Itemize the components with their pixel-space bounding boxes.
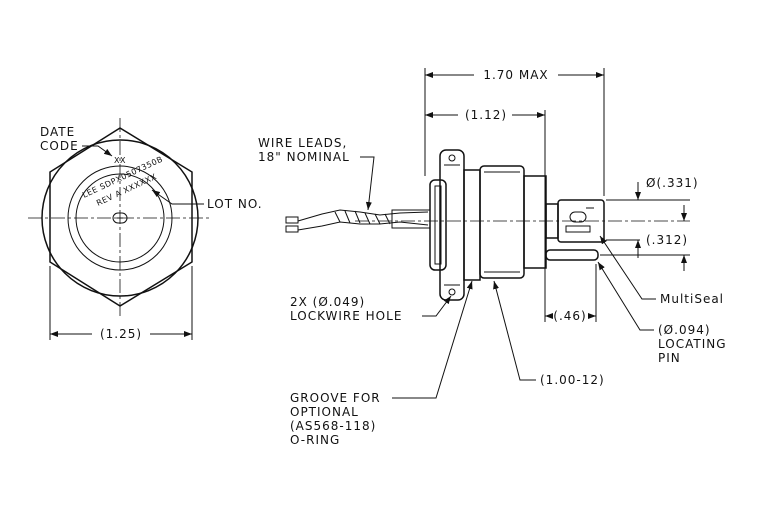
wire-tip-upper: [285, 216, 299, 224]
locating-pin-leader: [597, 261, 654, 331]
hex-width-dimension: (1.25): [100, 327, 142, 341]
hex-chamfer-circle: [41, 139, 199, 297]
lockwire-line-2: LOCKWIRE HOLE: [290, 309, 402, 323]
multiseal-tip: [557, 199, 605, 243]
flange: [439, 149, 465, 301]
thread-callout: (1.00-12): [493, 280, 605, 387]
lockwire-hole-top: [448, 154, 456, 162]
side-dimensions: 1.70 MAX (1.12) (.46) Ø(.331) (.312): [424, 68, 699, 323]
body-outer-circle: [67, 165, 173, 271]
date-code-callout: DATE CODE: [40, 125, 113, 157]
date-code-marking: XX: [114, 156, 126, 165]
multiseal-callout: MultiSeal: [599, 235, 724, 306]
side-view: [285, 149, 690, 301]
wire-leads: [285, 209, 431, 233]
groove-section: [463, 169, 481, 281]
tip-band: [565, 225, 591, 233]
wire-leads-leader: [360, 156, 375, 211]
tip-length-dimension: (.46): [553, 309, 586, 323]
lot-no-callout: LOT NO.: [151, 189, 263, 211]
groove-callout: GROOVE FOR OPTIONAL (AS568-118) O-RING: [290, 280, 473, 447]
wire-leads-callout: WIRE LEADS, 18" NOMINAL: [258, 136, 375, 211]
multiseal-label: MultiSeal: [660, 292, 724, 306]
thread-label: (1.00-12): [540, 373, 605, 387]
wire-twist: [334, 210, 391, 225]
lockwire-callout: 2X (Ø.049) LOCKWIRE HOLE: [290, 295, 452, 323]
nut-detail: [434, 185, 442, 265]
locating-pin-line-3: PIN: [658, 351, 681, 365]
wire-upper: [297, 209, 429, 222]
thread-leader: [493, 280, 536, 381]
locating-pin: [545, 249, 599, 261]
groove-line-1: GROOVE FOR: [290, 391, 381, 405]
groove-line-4: O-RING: [290, 433, 340, 447]
nut-face: [429, 179, 447, 271]
lot-no-label: LOT NO.: [207, 197, 263, 211]
groove-line-3: (AS568-118): [290, 419, 376, 433]
date-code-leader: [82, 145, 113, 157]
groove-leader: [392, 280, 473, 399]
locating-pin-line-1: (Ø.094): [658, 323, 711, 337]
lockwire-line-1: 2X (Ø.049): [290, 295, 365, 309]
hex-outline: [49, 127, 193, 307]
threaded-body: [479, 165, 525, 279]
groove-line-2: OPTIONAL: [290, 405, 359, 419]
body-step: [523, 175, 547, 269]
locating-pin-line-2: LOCATING: [658, 337, 727, 351]
wire-tip-lower: [285, 225, 299, 233]
multiseal-leader: [599, 235, 656, 300]
date-code-line-1: DATE: [40, 125, 75, 139]
wire-leads-line-2: 18" NOMINAL: [258, 150, 350, 164]
tip-diameter-dimension: Ø(.331): [646, 176, 699, 190]
wire-lower: [297, 221, 429, 231]
pin-offset-dimension: (.312): [646, 233, 688, 247]
tip-slot: [569, 211, 587, 223]
date-code-line-2: CODE: [40, 139, 79, 153]
body-length-dimension: (1.12): [465, 108, 507, 122]
lot-no-leader: [151, 189, 204, 205]
locating-pin-callout: (Ø.094) LOCATING PIN: [597, 261, 727, 365]
center-slot: [112, 212, 128, 224]
body-inner-circle: [75, 173, 165, 263]
lockwire-hole-bottom: [448, 288, 456, 296]
overall-length-dimension: 1.70 MAX: [483, 68, 548, 82]
lockwire-leader: [422, 295, 452, 317]
wire-leads-line-1: WIRE LEADS,: [258, 136, 347, 150]
